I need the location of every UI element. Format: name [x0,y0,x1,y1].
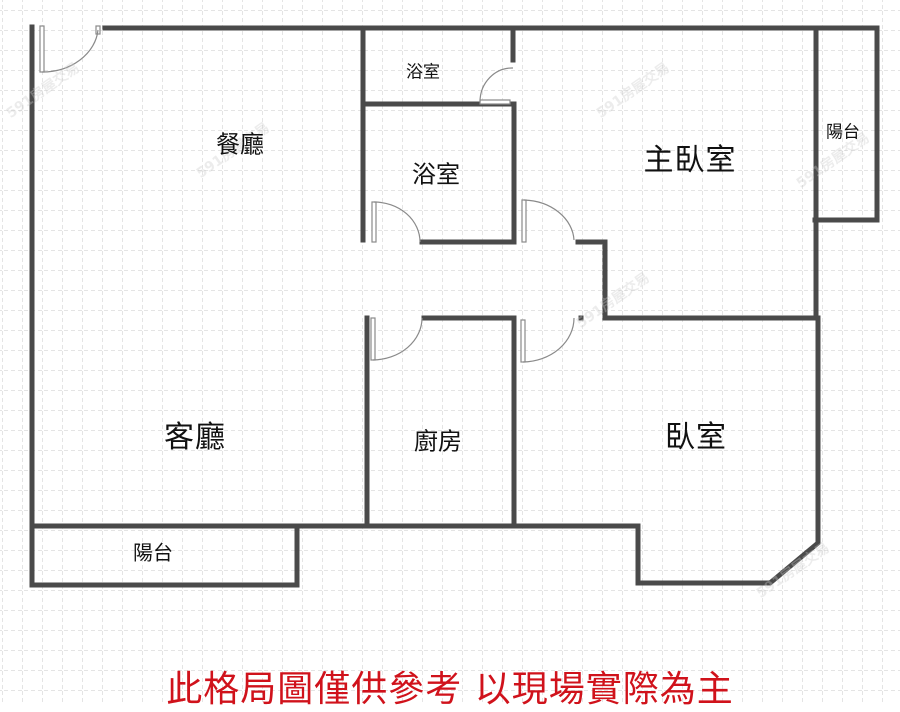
walls [29,24,880,588]
room-label-balcony-bottom: 陽台 [133,540,173,565]
entrance-door-icon [39,25,101,73]
room-label-dining: 餐廳 [216,130,264,159]
room-label-balcony-right: 陽台 [826,122,860,143]
doors [39,25,575,363]
room-label-living-room: 客廳 [164,420,226,455]
kitchen-door-icon [370,317,423,361]
room-label-bedroom: 臥室 [665,420,727,455]
bath-1-door-icon [479,67,514,105]
bath-2-door-icon [371,201,421,243]
master-bedroom-door-icon [521,199,575,243]
room-label-kitchen: 廚房 [414,427,462,456]
bedroom-door-icon [520,317,575,363]
room-label-bathroom-1: 浴室 [406,62,440,83]
disclaimer-text: 此格局圖僅供參考 以現場實際為主 [166,669,734,710]
room-label-bathroom-2: 浴室 [412,160,460,189]
room-label-master-bedroom: 主臥室 [643,143,737,178]
